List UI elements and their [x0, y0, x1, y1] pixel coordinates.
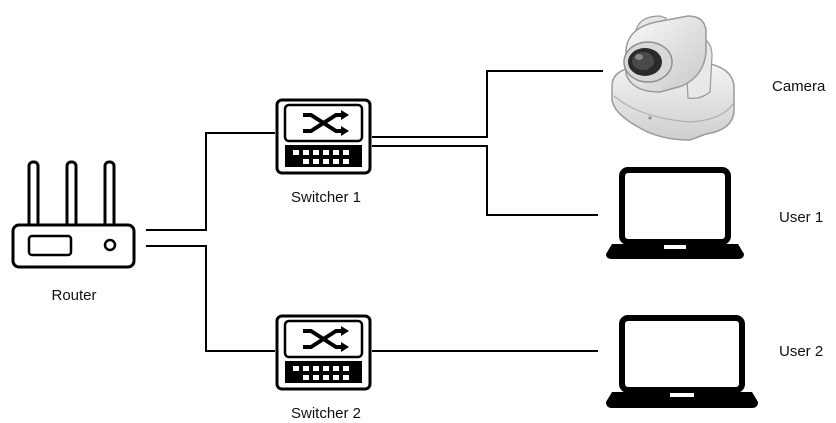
user-2-laptop-icon: [606, 315, 758, 408]
connection-switcher1-user1: [372, 145, 598, 216]
user-2-label: User 2: [779, 343, 823, 360]
router-label: Router: [51, 287, 96, 304]
connection-router-switcher2: [146, 245, 275, 352]
switcher-2-label: Switcher 2: [291, 405, 361, 422]
connection-router-switcher1: [146, 132, 275, 231]
switcher-1-icon: [275, 98, 372, 175]
camera-icon: [611, 15, 735, 141]
switcher-1-label: Switcher 1: [291, 189, 361, 206]
connection-switcher1-camera: [372, 70, 603, 138]
camera-label: Camera: [772, 78, 826, 95]
switcher-2-icon: [275, 314, 372, 391]
user-1-laptop-icon: [606, 167, 744, 259]
user-1-label: User 1: [779, 209, 823, 226]
router-icon: [11, 160, 136, 269]
